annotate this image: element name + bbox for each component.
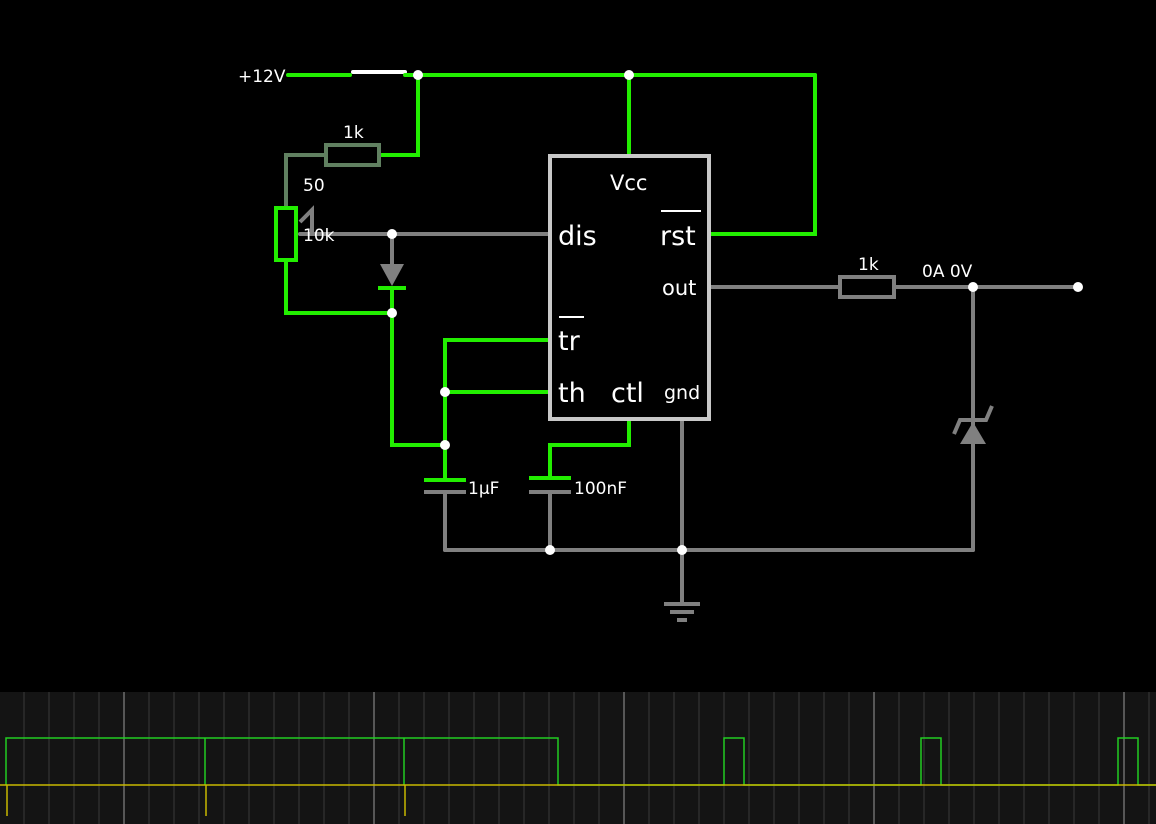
wire-r1[interactable] xyxy=(378,73,420,157)
resistor-top-label: 1k xyxy=(343,123,364,143)
capacitor-1uf[interactable] xyxy=(424,478,466,494)
pin-gnd: gnd xyxy=(664,382,700,404)
scope-background xyxy=(0,692,1156,824)
probe-readout: 0A 0V xyxy=(922,262,973,282)
pin-rst: rst xyxy=(660,221,696,252)
scope-grid xyxy=(23,692,1150,824)
pin-dis: dis xyxy=(558,221,597,252)
wire-reset[interactable] xyxy=(708,73,817,236)
ground-icon[interactable] xyxy=(664,602,700,622)
scope-trace-spikes xyxy=(6,785,406,816)
junction-dots xyxy=(387,70,1083,555)
capacitor-100nf[interactable] xyxy=(529,476,571,494)
pin-th: th xyxy=(558,378,586,409)
pin-vcc: Vcc xyxy=(610,171,647,195)
cap-timing-label: 1µF xyxy=(468,479,499,499)
potentiometer[interactable] xyxy=(274,205,314,262)
pin-out: out xyxy=(662,276,696,300)
resistor-out-label: 1k xyxy=(858,255,879,275)
cap-control-label: 100nF xyxy=(574,479,627,499)
scope-panel[interactable] xyxy=(0,692,1156,824)
wire-pot-top[interactable] xyxy=(284,153,327,210)
wire-trigger[interactable] xyxy=(443,338,552,482)
pin-ctl: ctl xyxy=(611,378,644,409)
circuit-canvas[interactable]: +12V 1k 50 10k 1µF 100nF 1k 0A 0V Vcc di… xyxy=(0,0,1156,692)
pot-wiper-label: 50 xyxy=(303,176,325,196)
zener-diode-icon[interactable] xyxy=(952,405,994,444)
timer-ic-555[interactable] xyxy=(548,154,711,421)
wire-ctl[interactable] xyxy=(548,418,631,480)
diode-icon[interactable] xyxy=(378,264,406,290)
pot-value-label: 10k xyxy=(303,226,335,246)
pin-tr: tr xyxy=(558,326,581,357)
resistor-1k-out[interactable] xyxy=(838,275,896,299)
resistor-1k-top[interactable] xyxy=(324,143,381,167)
wire-pot-bottom[interactable] xyxy=(284,258,394,315)
wire-diode-bottom[interactable] xyxy=(390,288,447,447)
scope-trace-output xyxy=(5,737,1156,786)
supply-label: +12V xyxy=(238,67,286,87)
